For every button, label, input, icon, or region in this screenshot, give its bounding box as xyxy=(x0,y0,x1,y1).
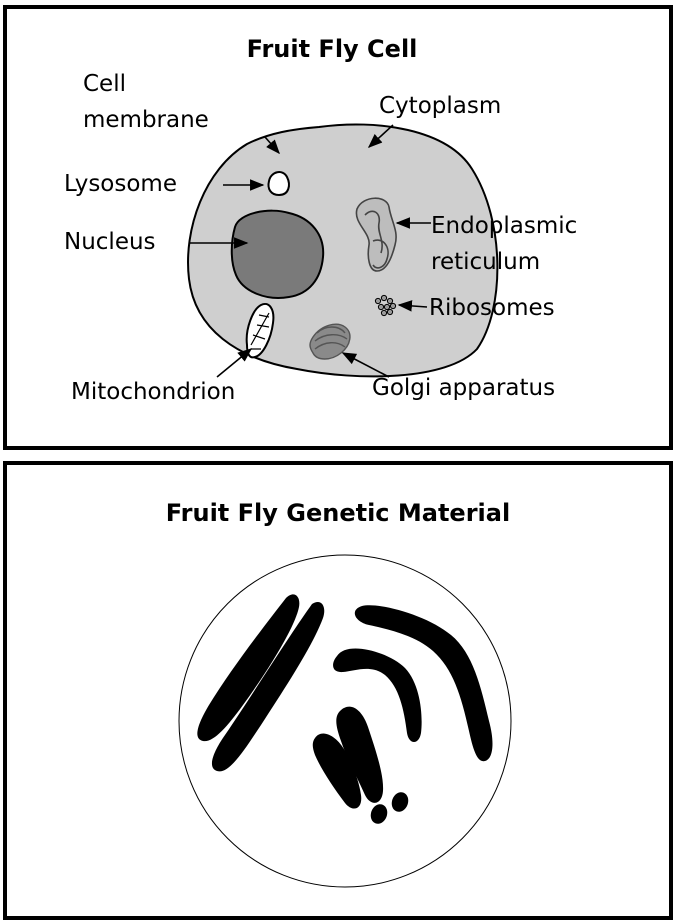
cytoplasm-label: Cytoplasm xyxy=(379,93,501,119)
cell-diagram: Fruit Fly Cell xyxy=(7,9,669,446)
nucleus-label: Nucleus xyxy=(64,229,156,255)
lysosome-label: Lysosome xyxy=(64,171,177,197)
genetic-title: Fruit Fly Genetic Material xyxy=(166,499,510,527)
cell-title: Fruit Fly Cell xyxy=(247,35,418,63)
cell-membrane-label-line1: Cell xyxy=(83,71,126,97)
nucleus-shape xyxy=(232,211,323,298)
mitochondrion-label: Mitochondrion xyxy=(71,379,235,405)
genetic-material-diagram: Fruit Fly Genetic Material xyxy=(7,465,669,916)
lysosome-shape xyxy=(268,172,288,195)
ribosomes-label: Ribosomes xyxy=(429,295,555,321)
endoplasmic-label-line1: Endoplasmic xyxy=(431,213,577,239)
golgi-label: Golgi apparatus xyxy=(372,375,555,401)
genetic-material-panel: Fruit Fly Genetic Material xyxy=(3,461,673,920)
cell-membrane-label-line2: membrane xyxy=(83,107,209,133)
cell-diagram-panel: Fruit Fly Cell xyxy=(3,5,673,450)
mitochondrion-leader xyxy=(217,349,251,377)
endoplasmic-label-line2: reticulum xyxy=(431,249,540,275)
